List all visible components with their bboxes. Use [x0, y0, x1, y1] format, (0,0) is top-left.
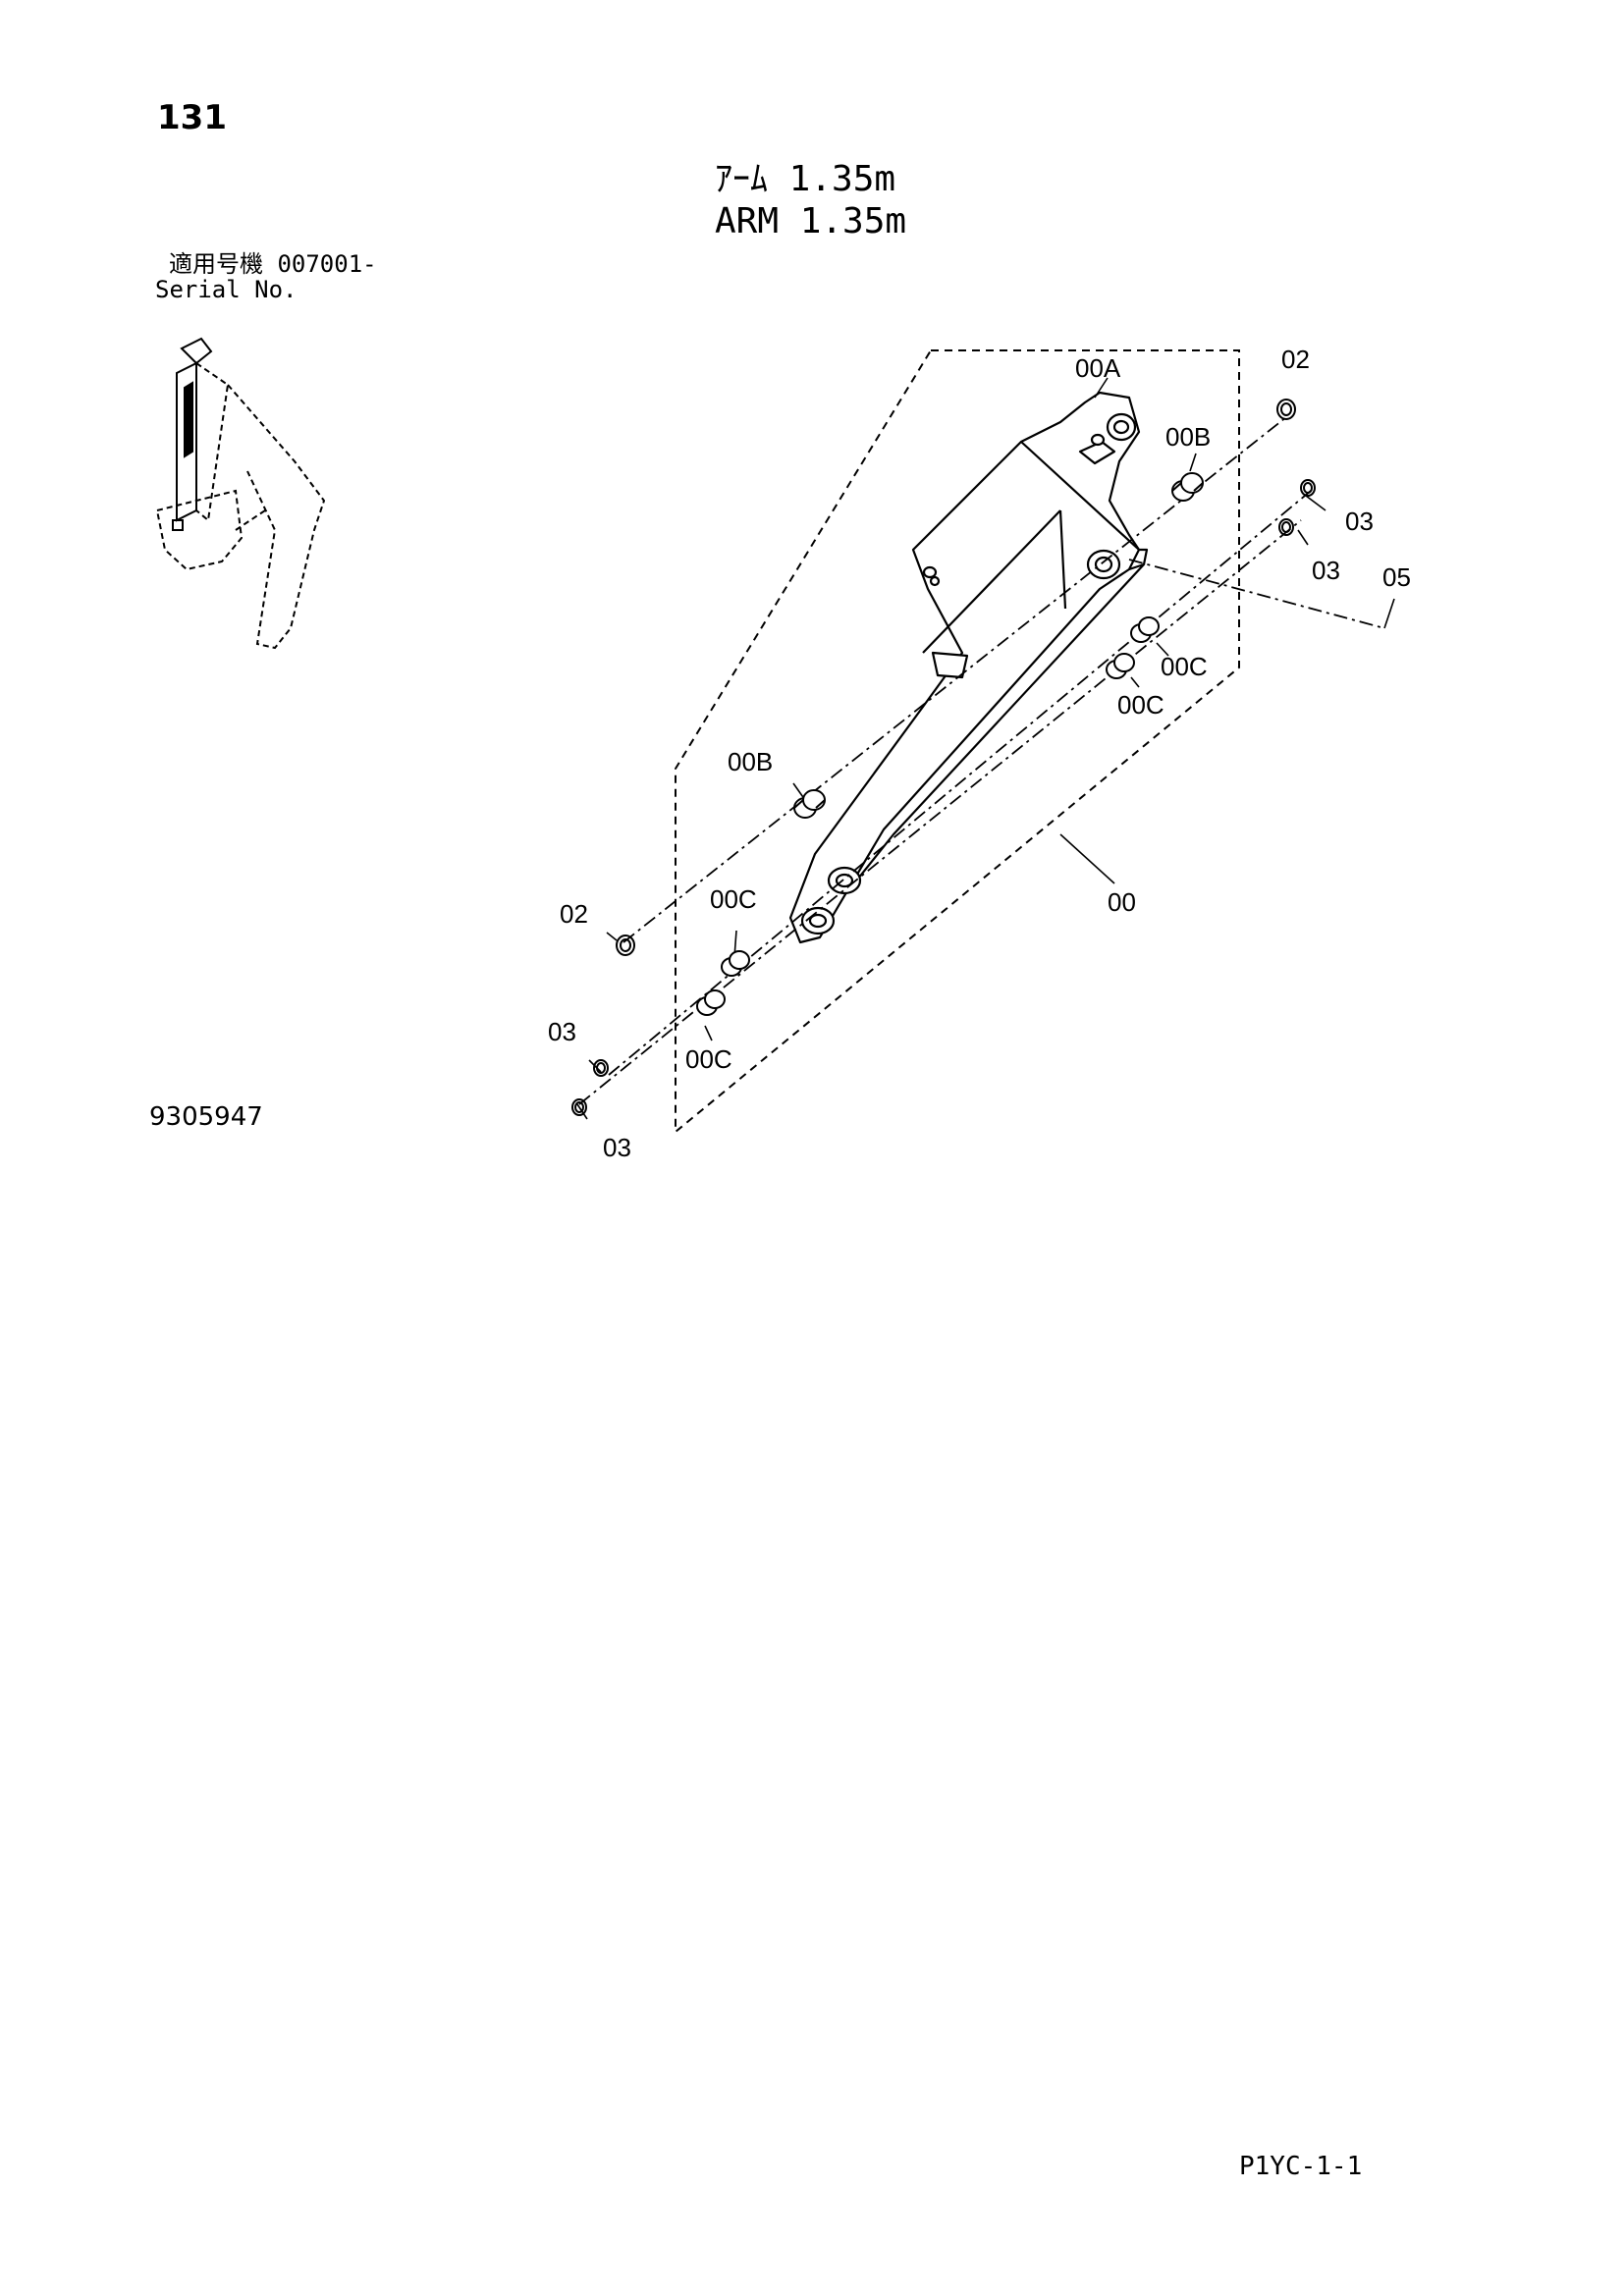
page-number: 131	[157, 98, 227, 137]
callout-00C-d: 00C	[685, 1044, 732, 1074]
bushing-00C-top-a	[1130, 616, 1160, 643]
page-title-jp: ｱｰﾑ 1.35m	[715, 159, 896, 199]
drawing-number: 9305947	[149, 1102, 263, 1132]
callout-00: 00	[1108, 887, 1136, 917]
ring-03-b	[1278, 518, 1294, 536]
callout-00C-b: 00C	[1117, 690, 1164, 720]
machine-thumbnail	[155, 337, 326, 650]
callout-00C-a: 00C	[1161, 652, 1208, 681]
bushing-00B-top	[1171, 472, 1204, 502]
callout-03-a: 03	[1345, 507, 1374, 536]
bushing-00B-mid	[793, 789, 826, 819]
ring-03-a	[1300, 479, 1316, 497]
ring-parts	[571, 399, 1316, 1116]
callout-00B-mid: 00B	[728, 747, 773, 776]
assembly-boundary	[675, 349, 1240, 1135]
serial-label-jp: 適用号機 007001-	[169, 250, 377, 278]
callout-labels: 00A 02 00B 03 03 05 00C 00C 00B 00 02 00…	[548, 345, 1411, 1162]
callout-03-c: 03	[548, 1017, 576, 1046]
ring-02-left	[616, 934, 635, 956]
serial-label-en: Serial No.	[155, 276, 298, 303]
callout-02-left: 02	[560, 899, 588, 929]
page-code: P1YC-1-1	[1239, 2152, 1363, 2181]
bushing-00C-mid-b	[696, 989, 726, 1016]
center-lines	[578, 416, 1385, 1105]
callout-00A: 00A	[1075, 353, 1121, 383]
page-title-en: ARM 1.35m	[715, 201, 907, 241]
bushing-parts	[696, 472, 1204, 1016]
callout-00B-top: 00B	[1165, 422, 1211, 452]
arm-body	[788, 391, 1149, 944]
ring-03-d	[571, 1098, 587, 1116]
bushing-00C-mid-a	[721, 950, 750, 977]
leader-lines	[576, 377, 1395, 1120]
bushing-00C-top-b	[1106, 653, 1135, 679]
callout-02-top: 02	[1281, 345, 1310, 374]
callout-03-d: 03	[603, 1133, 631, 1162]
callout-00C-c: 00C	[710, 884, 757, 914]
ring-02-top	[1276, 399, 1296, 420]
callout-03-b: 03	[1312, 556, 1340, 585]
ring-03-c	[593, 1059, 609, 1077]
callout-05: 05	[1382, 562, 1411, 592]
